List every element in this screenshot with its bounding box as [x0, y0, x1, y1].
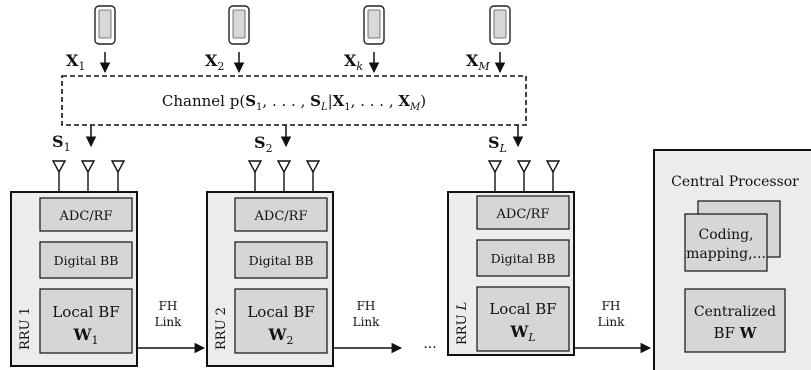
channel-box — [61, 75, 527, 126]
rru-1-adc-block — [39, 197, 133, 232]
central-processor: Central Processor Coding, mapping,... Ce… — [653, 149, 811, 370]
fh-link-1-line2: Link — [155, 315, 183, 329]
fh-link-1-line1: FH — [159, 299, 178, 313]
user-label-m: XM — [466, 51, 490, 73]
rru-2: RRU 2 ADC/RF Digital BB Local BF W2 — [206, 191, 334, 367]
rru-2-adc-label: ADC/RF — [254, 209, 308, 224]
rru-1-bf-block — [39, 288, 133, 354]
signal-label-l: SL — [488, 133, 507, 155]
signal-label-2: S2 — [254, 133, 273, 155]
antenna-array-rru-1 — [51, 160, 126, 192]
centralized-bf-block — [684, 288, 786, 353]
user-label-2: X2 — [205, 51, 224, 73]
rru-1-bf-title: Local BF — [52, 303, 119, 321]
rru-1-bb-block — [39, 241, 133, 279]
rru-1-bf-symbol: W1 — [73, 325, 99, 347]
fh-link-2-line2: Link — [353, 315, 381, 329]
signal-label-1: S1 — [52, 132, 71, 154]
coding-line1: Coding, — [698, 227, 753, 243]
fh-link-l-line1: FH — [602, 299, 621, 313]
rru-l: RRU L ADC/RF Digital BB Local BF WL — [447, 191, 575, 356]
phone-icon-1 — [94, 5, 116, 45]
phone-icon-k — [363, 5, 385, 45]
central-processor-title: Central Processor — [671, 174, 799, 190]
ellipsis: ··· — [423, 340, 436, 356]
rru-1-label: RRU 1 — [18, 307, 33, 350]
rru-l-bf-title: Local BF — [489, 300, 556, 318]
rru-2-label: RRU 2 — [214, 307, 229, 350]
rru-2-bf-block — [234, 288, 328, 354]
rru-2-bb-label: Digital BB — [249, 253, 314, 268]
rru-l-bb-block — [476, 239, 570, 277]
centralized-bf-line2: BF W — [713, 324, 757, 342]
user-label-1: X1 — [66, 51, 85, 73]
rru-l-adc-block — [476, 195, 570, 230]
antenna-array-rru-l — [487, 160, 561, 192]
fh-link-2-line1: FH — [357, 299, 376, 313]
rru-l-label: RRU L — [455, 302, 470, 345]
coding-line2: mapping,... — [686, 246, 766, 262]
centralized-bf-line1: Centralized — [694, 304, 776, 320]
fh-link-l-line2: Link — [598, 315, 626, 329]
rru-l-bf-block — [476, 286, 570, 352]
coding-block — [684, 213, 768, 272]
rru-1-bb-label: Digital BB — [54, 253, 119, 268]
rru-2-bf-symbol: W2 — [268, 325, 294, 347]
channel-label: Channel p(S1, . . . , SL|X1, . . . , XM) — [162, 92, 426, 113]
rru-1: RRU 1 ADC/RF Digital BB Local BF W1 — [10, 191, 138, 367]
phone-icon-2 — [228, 5, 250, 45]
antenna-array-rru-2 — [247, 160, 321, 192]
rru-2-adc-block — [234, 197, 328, 232]
user-label-k: Xk — [344, 51, 363, 73]
rru-l-bf-symbol: WL — [509, 322, 535, 344]
rru-2-bf-title: Local BF — [247, 303, 314, 321]
rru-2-bb-block — [234, 241, 328, 279]
phone-icon-m — [489, 5, 511, 45]
rru-l-bb-label: Digital BB — [491, 251, 556, 266]
rru-l-adc-label: ADC/RF — [496, 207, 550, 222]
rru-1-adc-label: ADC/RF — [59, 209, 113, 224]
